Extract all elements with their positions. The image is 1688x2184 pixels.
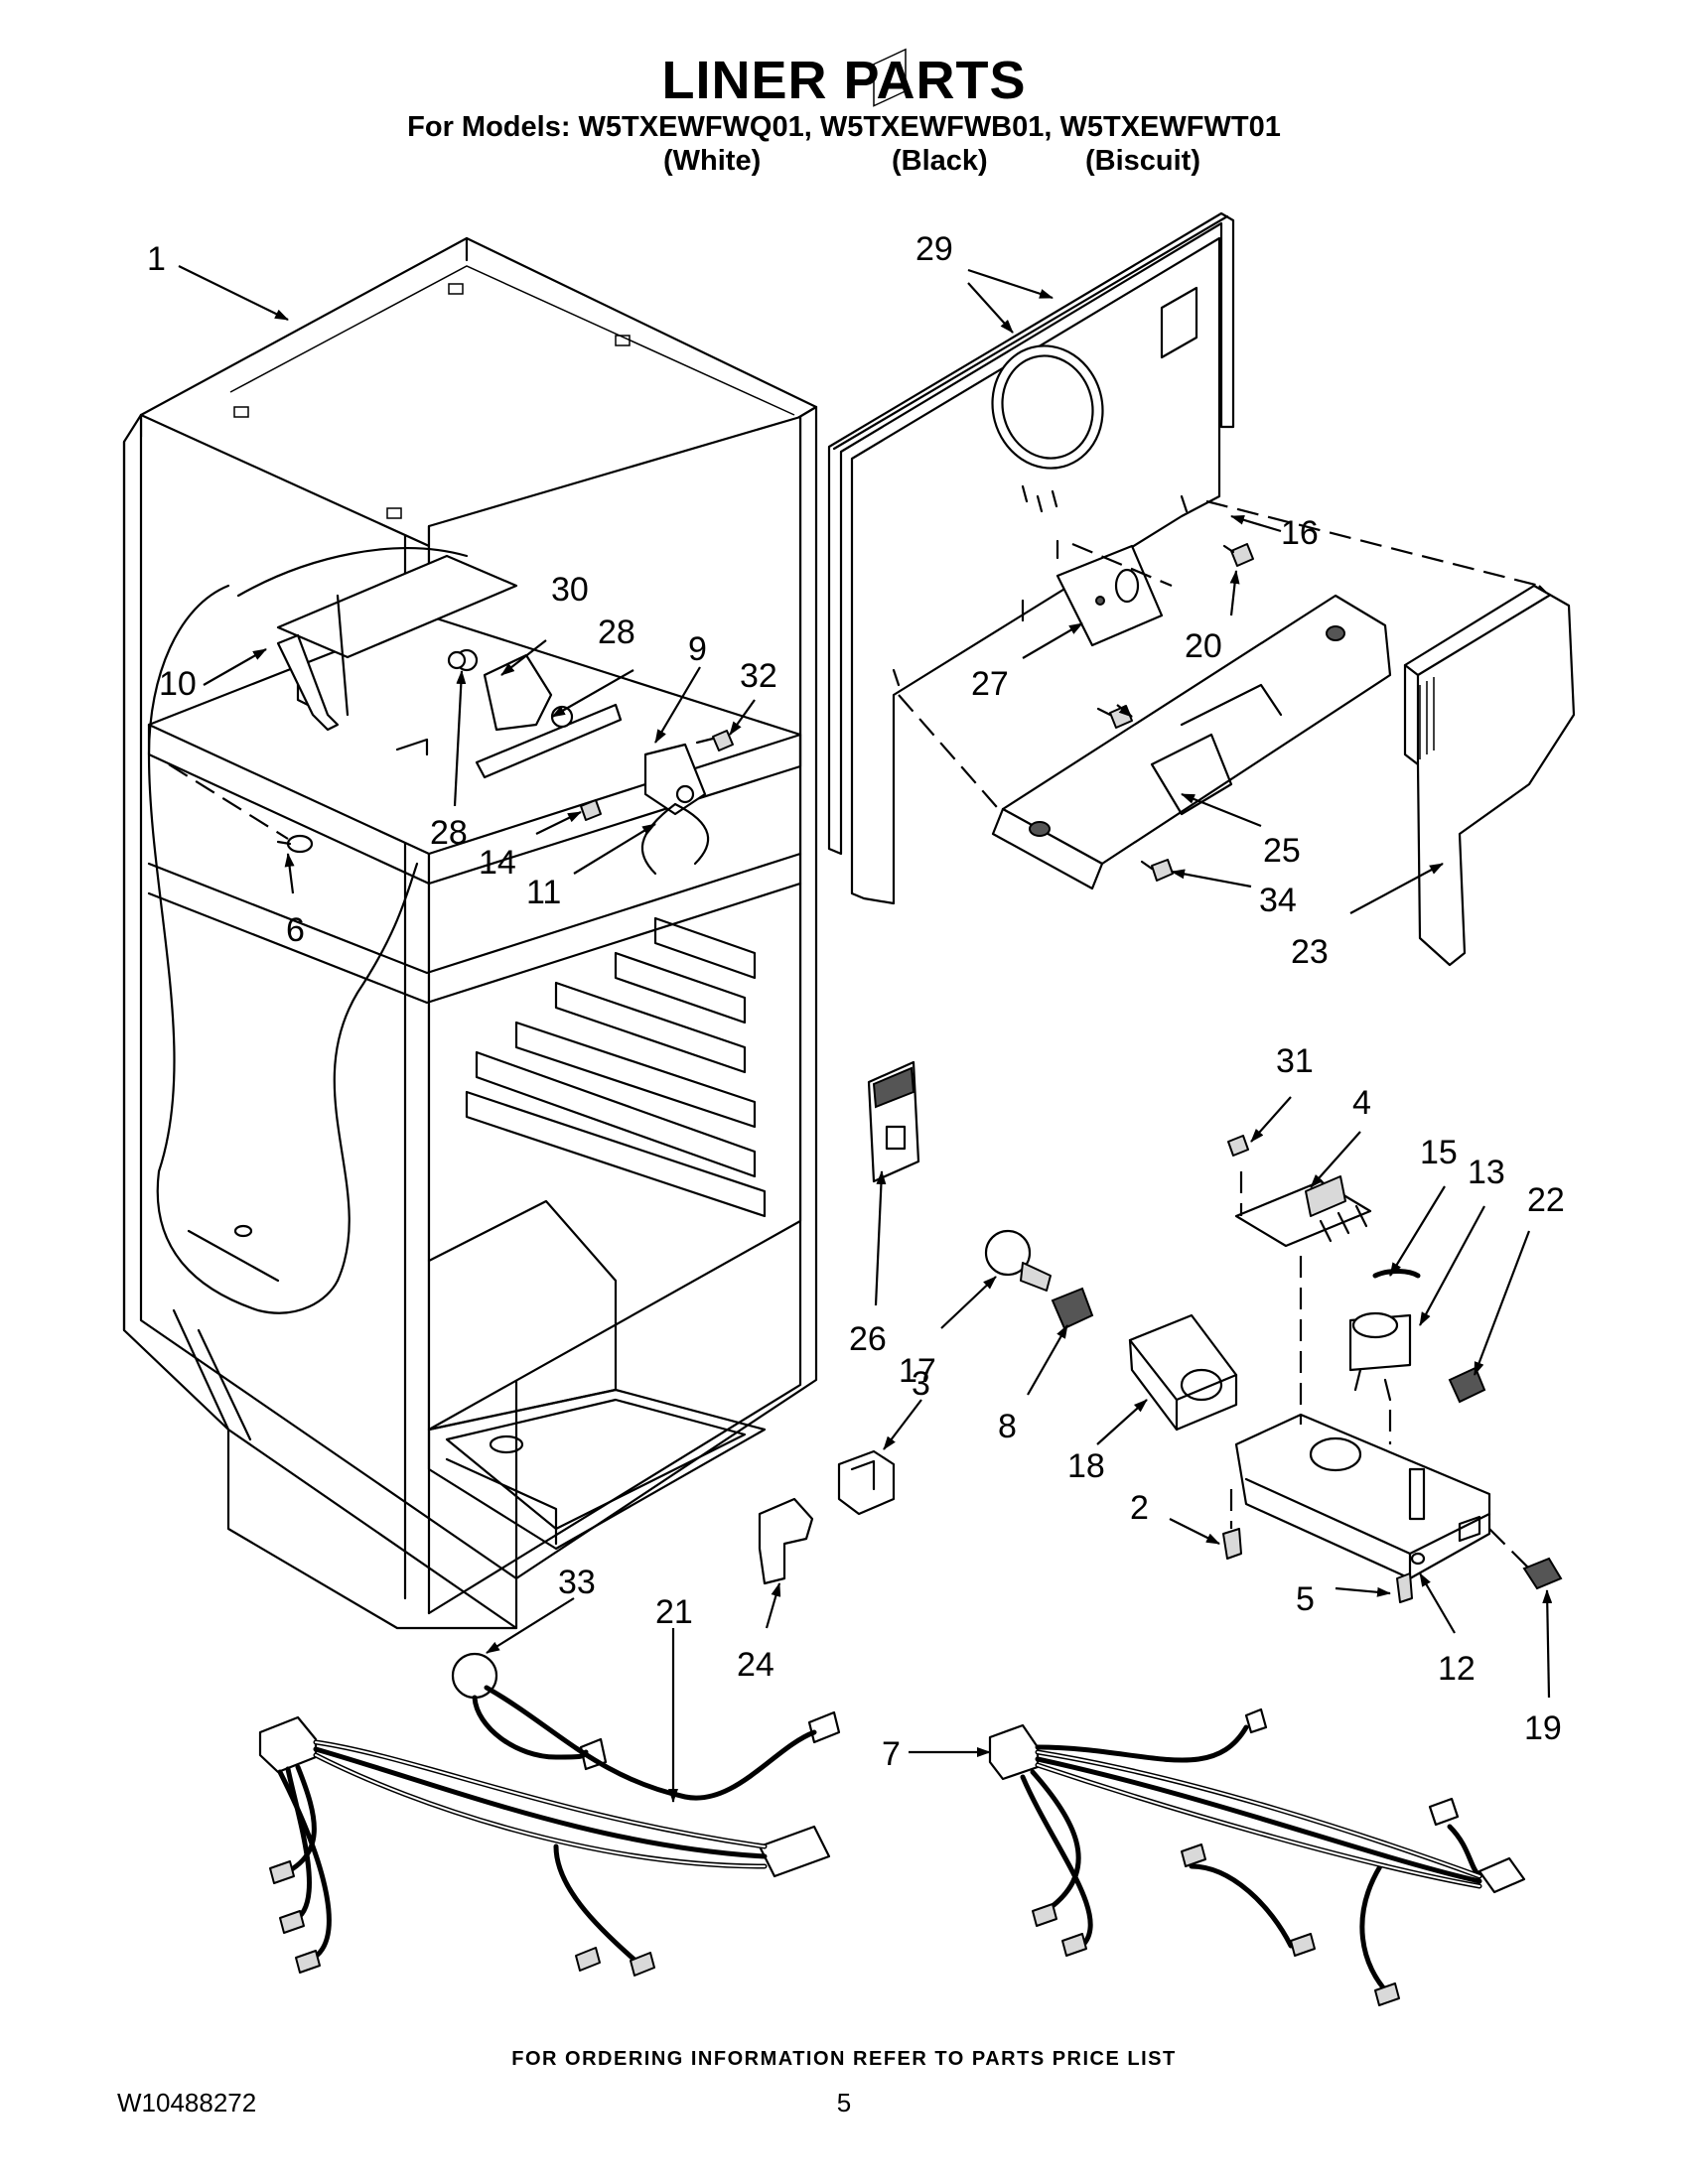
evaporator-front-cover-drawing (1403, 584, 1576, 967)
callout-25: 25 (1263, 832, 1301, 870)
callout-18: 18 (1067, 1447, 1105, 1485)
callout-11: 11 (526, 874, 561, 911)
callout-20: 20 (1185, 627, 1222, 665)
callout-26: 26 (849, 1320, 887, 1358)
callout-9: 9 (688, 630, 707, 668)
callout-17: 17 (899, 1352, 936, 1390)
color-white: (White) (663, 145, 762, 177)
callout-21: 21 (655, 1593, 693, 1631)
callout-34: 34 (1259, 882, 1297, 919)
callout-7: 7 (882, 1735, 901, 1773)
callout-31: 31 (1276, 1042, 1314, 1080)
screws-drawing (1096, 543, 1254, 882)
callout-6: 6 (286, 911, 305, 949)
models-line: For Models: W5TXEWFWQ01, W5TXEWFWB01, W5… (407, 111, 1281, 143)
document-code: W10488272 (117, 2088, 257, 2117)
ordering-note: FOR ORDERING INFORMATION REFER TO PARTS … (511, 2048, 1177, 2070)
callout-3: 3 (912, 1365, 930, 1403)
color-black: (Black) (892, 145, 988, 177)
color-biscuit: (Biscuit) (1085, 145, 1200, 177)
callout-14: 14 (479, 844, 516, 882)
page-title: LINER PARTS (661, 51, 1027, 110)
callout-labels: 1 10 6 30 28 9 32 28 14 11 29 16 20 27 2… (147, 230, 1565, 1773)
callout-16: 16 (1281, 514, 1319, 552)
callout-23: 23 (1291, 933, 1329, 971)
page-number: 5 (836, 2088, 852, 2117)
callout-24: 24 (737, 1646, 774, 1684)
callout-27: 27 (971, 665, 1009, 703)
callout-13: 13 (1468, 1154, 1505, 1191)
callout-8: 8 (998, 1408, 1017, 1445)
callout-33: 33 (558, 1564, 596, 1601)
callout-32: 32 (740, 657, 777, 695)
liner-cabinet-drawing (122, 236, 818, 1630)
callout-12: 12 (1438, 1650, 1476, 1688)
wire-harness-7-drawing (988, 1707, 1526, 2006)
evaporator-cover-assembly-drawing (827, 48, 1550, 905)
callout-arrows (178, 265, 1553, 1803)
light-housing-assembly-drawing (758, 1060, 1563, 1603)
callout-4: 4 (1352, 1084, 1371, 1122)
callout-22: 22 (1527, 1181, 1565, 1219)
callout-28b: 28 (430, 814, 468, 852)
callout-28a: 28 (598, 614, 635, 651)
callout-30: 30 (551, 571, 589, 609)
callout-2: 2 (1130, 1489, 1149, 1527)
callout-29: 29 (915, 230, 953, 268)
air-duct-drawing (991, 594, 1392, 890)
callout-15: 15 (1420, 1134, 1458, 1171)
callout-19: 19 (1524, 1709, 1562, 1747)
callout-1: 1 (147, 240, 166, 278)
callout-5: 5 (1296, 1580, 1315, 1618)
wire-harness-21-drawing (258, 1652, 841, 1977)
callout-10: 10 (159, 665, 197, 703)
